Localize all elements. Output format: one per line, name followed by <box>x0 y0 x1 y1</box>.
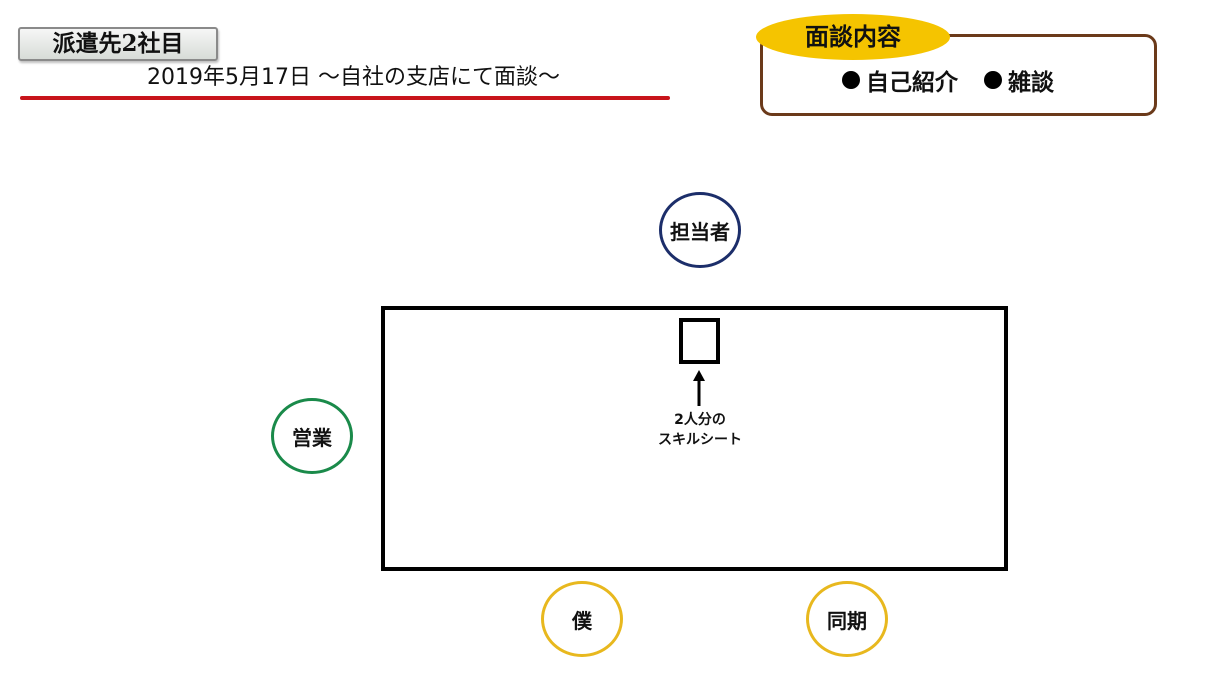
skill-sheet <box>679 318 720 364</box>
person-label: 営業 <box>292 425 332 450</box>
person-tantousha: 担当者 <box>659 192 741 268</box>
skill-sheet-label-line: スキルシート <box>658 432 742 448</box>
skill-sheet-label-line: 2人分の <box>674 412 726 428</box>
interview-content-list: 自己紹介 雑談 <box>842 62 1068 98</box>
interview-content-item: 雑談 <box>984 63 1054 97</box>
interview-content-item: 自己紹介 <box>842 63 958 97</box>
bullet-icon <box>984 71 1002 89</box>
person-boku: 僕 <box>541 581 623 657</box>
company-tag: 派遣先2社目 <box>18 27 218 61</box>
title-underline <box>20 96 670 100</box>
session-title: 2019年5月17日 〜自社の支店にて面談〜 <box>147 65 560 90</box>
interview-content-item-label: 雑談 <box>1008 70 1054 96</box>
person-eigyou: 営業 <box>271 398 353 474</box>
person-label: 担当者 <box>670 219 730 244</box>
arrow-up-icon <box>693 370 705 406</box>
skill-sheet-label: 2人分の スキルシート <box>640 410 760 450</box>
meeting-table <box>381 306 1008 571</box>
interview-content-box <box>760 34 1157 116</box>
bullet-icon <box>842 71 860 89</box>
interview-content-item-label: 自己紹介 <box>866 70 958 96</box>
person-label: 同期 <box>827 608 867 633</box>
person-label: 僕 <box>572 608 592 633</box>
interview-content-label: 面談内容 <box>756 14 950 60</box>
person-douki: 同期 <box>806 581 888 657</box>
